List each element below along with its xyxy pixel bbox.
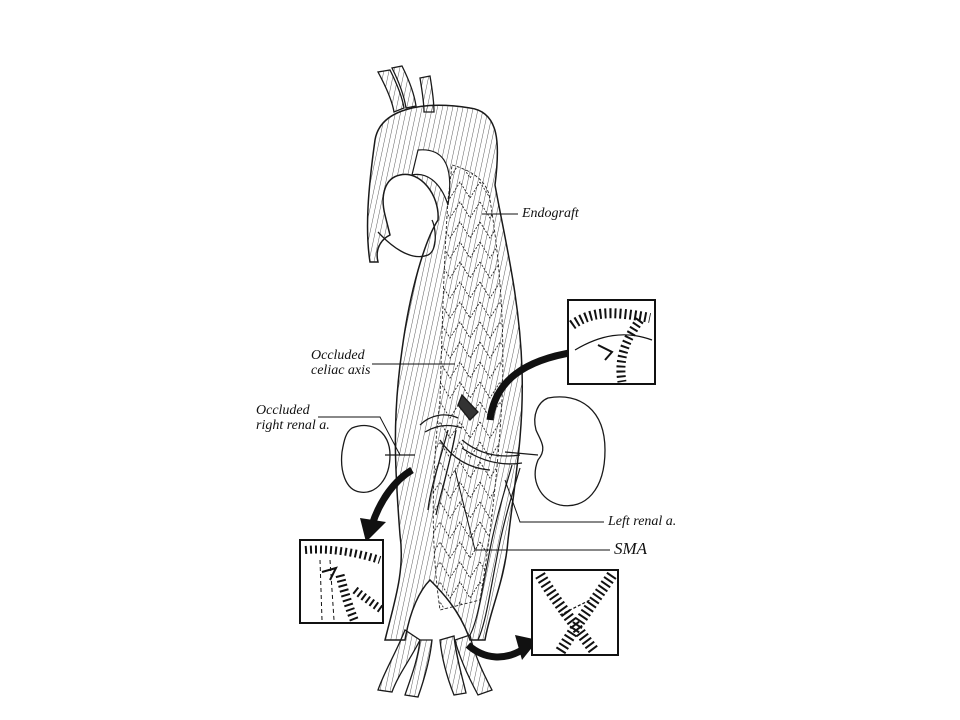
label-occluded-right-renal: Occluded right renal a. [256, 403, 330, 433]
label-left-renal: Left renal a. [608, 514, 677, 529]
inset-left-renal [567, 299, 656, 385]
leader-lines [318, 213, 610, 551]
bypass-grafts [439, 439, 521, 641]
endograft-stent [432, 164, 504, 611]
inset-iliac-graft [531, 569, 619, 656]
inset-right-renal [299, 539, 385, 624]
left-kidney [504, 396, 606, 507]
arch-branches [376, 65, 435, 113]
label-endograft: Endograft [522, 206, 579, 221]
label-sma: SMA [614, 539, 648, 558]
visceral-branches [419, 393, 523, 516]
label-occluded-celiac-axis: Occluded celiac axis [311, 348, 371, 378]
